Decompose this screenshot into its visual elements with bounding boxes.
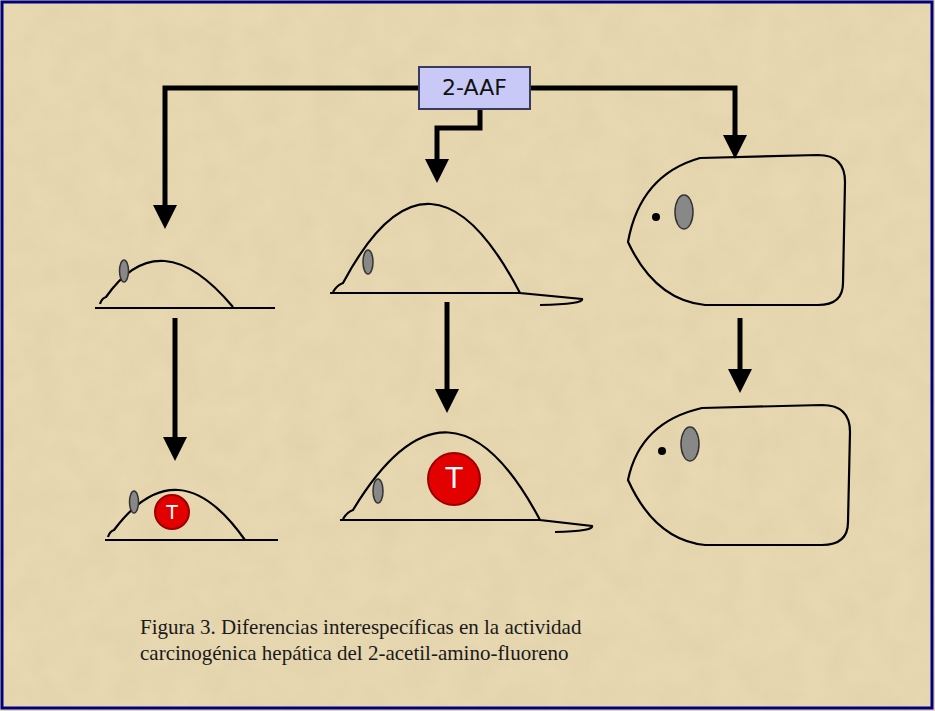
arrow-line — [445, 302, 450, 392]
arrow-line — [173, 318, 178, 440]
tumor-circle: T — [427, 452, 481, 506]
arrow-line — [437, 110, 480, 162]
arrow-head — [153, 205, 177, 229]
compound-label: 2-AAF — [442, 76, 507, 100]
arrow-head — [163, 437, 187, 461]
rat-outline — [333, 204, 582, 305]
guinea-pig-figure — [628, 405, 850, 545]
mouse-outline — [108, 490, 245, 540]
dose-arrows — [165, 88, 740, 440]
ear — [373, 479, 383, 503]
arrow-head — [723, 135, 747, 159]
ear — [675, 195, 693, 229]
mouse-figure — [105, 490, 278, 540]
guinea-pig-outline — [628, 405, 850, 545]
tumor-circle: T — [154, 494, 190, 530]
ear — [363, 250, 373, 274]
ground-line — [105, 539, 278, 541]
tumor-label: T — [445, 464, 462, 495]
arrow-head — [435, 389, 459, 413]
compound-box: 2-AAF — [418, 66, 531, 110]
arrow-head — [728, 369, 752, 393]
arrow-heads — [153, 135, 752, 461]
ear — [130, 491, 139, 513]
guinea-pig-figure — [628, 155, 845, 305]
arrow-line — [165, 88, 418, 208]
ground-line — [330, 292, 520, 294]
ear — [681, 427, 699, 461]
guinea-pig-outline — [628, 155, 845, 305]
mouse-outline — [100, 261, 233, 307]
rat-outline — [343, 432, 592, 532]
rat-figure — [340, 432, 592, 532]
figure-caption: Figura 3. Diferencias interespecíficas e… — [140, 614, 700, 667]
ear — [120, 260, 129, 282]
arrow-head — [425, 159, 449, 183]
eye — [652, 213, 660, 221]
ground-line — [95, 307, 275, 309]
tumor-label: T — [166, 502, 178, 523]
ground-line — [340, 519, 540, 521]
arrow-line — [531, 88, 735, 138]
arrow-line — [738, 318, 743, 372]
rat-figure — [330, 204, 582, 305]
mouse-figure — [95, 260, 275, 308]
eye — [658, 447, 666, 455]
